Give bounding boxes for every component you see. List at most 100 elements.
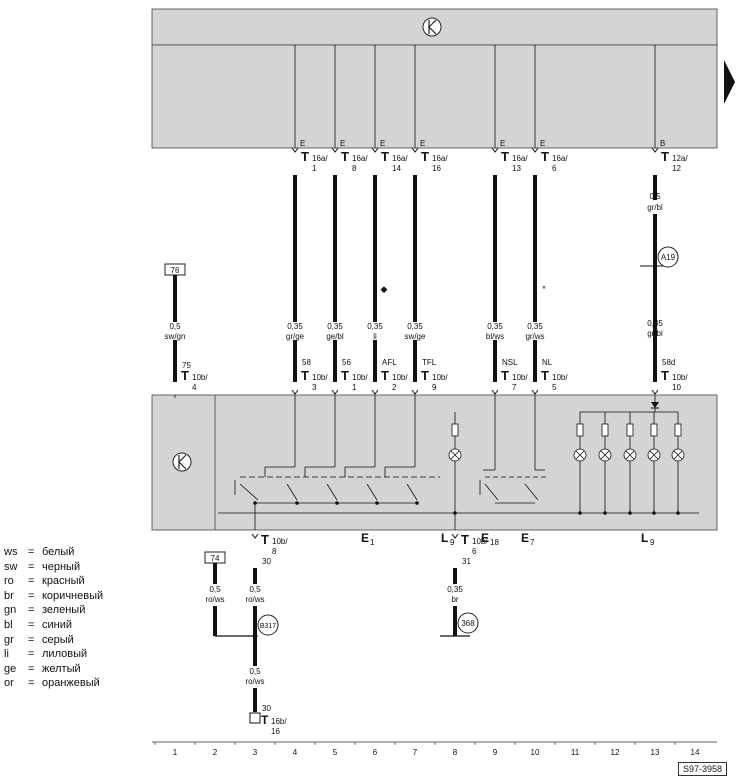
bottom-pin-conn-13-letter: T	[661, 368, 669, 383]
bottom-arrow-col3	[251, 533, 259, 539]
top-pin-conn-7-code: 16a/	[432, 154, 448, 163]
top-unit-symbol-glyph	[428, 19, 437, 35]
wire-color-13: gr/bl	[647, 329, 663, 338]
legend-code: sw	[4, 560, 18, 573]
wire-col2-size: 0,5	[209, 585, 221, 594]
bottom-pin-conn-9-letter: T	[501, 368, 509, 383]
component-sub-9: 18	[490, 538, 499, 547]
top-pin-arrow-4	[291, 147, 299, 153]
wire-col1-color: sw/gn	[165, 332, 186, 341]
bottom-pin-col8: 31	[462, 557, 471, 566]
legend-code: br	[4, 589, 14, 602]
node-a19-label: A19	[661, 253, 676, 262]
legend-row: sw = черный	[4, 560, 103, 575]
top-pin-arrow-10	[531, 147, 539, 153]
legend-code: li	[4, 648, 9, 661]
component-sub-13: 9	[650, 538, 655, 547]
bottom-conn-col8-code: 10b/	[472, 537, 488, 546]
document-id: S97-3958	[677, 762, 727, 776]
continue-arrow-icon	[724, 60, 735, 104]
component-label-8: L	[441, 531, 448, 545]
ref-74-label: 74	[211, 554, 220, 563]
lamp-group-3-bulb-x2	[625, 450, 635, 460]
wire-size-10: 0,35	[527, 322, 543, 331]
bottom-pin-conn-9-num: 7	[512, 383, 517, 392]
wire-color-5: ge/bl	[326, 332, 344, 341]
bottom-pin-name-6: AFL	[382, 358, 397, 367]
bottom-conn-col8-num: 6	[472, 547, 477, 556]
bottom-pin-conn-7-num: 9	[432, 383, 437, 392]
node-a19-circle	[657, 246, 679, 268]
column-number-11: 11	[571, 748, 580, 757]
component-label-9: E	[481, 531, 489, 545]
node-368-label: 368	[461, 619, 475, 628]
legend-equals: =	[28, 560, 35, 573]
legend-name: черный	[42, 560, 81, 573]
bottom-pin-conn-7-letter: T	[421, 368, 429, 383]
component-sub-10: 7	[530, 538, 535, 547]
legend-name: желтый	[42, 662, 81, 675]
bottom-pin-conn-10-code: 10b/	[552, 373, 568, 382]
top-pin-conn-4-num: 1	[312, 164, 317, 173]
bottom-pin-arrow-7	[411, 389, 419, 395]
lamp-col8-bulb-x2	[450, 450, 460, 460]
diode-col13	[651, 402, 659, 408]
wire-color-10: gr/ws	[525, 332, 544, 341]
column-number-6: 6	[373, 748, 378, 757]
wire-mark-10: *	[542, 284, 546, 294]
top-pin-arrow-5	[331, 147, 339, 153]
component-sub-8: 9	[450, 538, 455, 547]
legend-code: bl	[4, 618, 13, 631]
column-number-9: 9	[493, 748, 498, 757]
legend-equals: =	[28, 618, 35, 631]
bottom-pin-conn-6-num: 2	[392, 383, 397, 392]
top-pin-conn-10-num: 6	[552, 164, 557, 173]
bottom-pin-conn-10-num: 5	[552, 383, 557, 392]
top-pin-conn-5-code: 16a/	[352, 154, 368, 163]
wire-size-7: 0,35	[407, 322, 423, 331]
bottom-pin-conn-5-num: 1	[352, 383, 357, 392]
legend-equals: =	[28, 589, 35, 602]
switch-contact-col10	[524, 483, 539, 501]
legend-code: gn	[4, 604, 17, 617]
bottom-pin-name-10: NL	[542, 358, 553, 367]
lamp-group-4-bulb-x2	[649, 450, 659, 460]
top-pin-arrow-7	[411, 147, 419, 153]
top-pin-conn-4-code: 16a/	[312, 154, 328, 163]
connector-t16b-box	[249, 712, 261, 724]
column-number-5: 5	[333, 748, 338, 757]
legend-equals: =	[28, 633, 35, 646]
component-label-13: L	[641, 531, 648, 545]
wire-col3-color2: ro/ws	[245, 677, 264, 686]
wire-size-13: 0,35	[647, 319, 663, 328]
top-pin-conn-9-letter: T	[501, 149, 509, 164]
top-unit-symbol	[422, 17, 442, 37]
top-pin-group-6: E	[380, 139, 385, 148]
lamp-group-5-bulb-x2	[673, 450, 683, 460]
bottom-pin-conn-9-code: 10b/	[512, 373, 528, 382]
lamp-group-4-resistor	[650, 423, 658, 437]
wire-col2-color: ro/ws	[205, 595, 224, 604]
legend-name: лиловый	[42, 648, 88, 661]
top-pin-conn-13-letter: T	[661, 149, 669, 164]
legend-code: ro	[4, 575, 14, 588]
wire-color-7: sw/ge	[405, 332, 426, 341]
legend-name: оранжевый	[42, 677, 100, 690]
column-number-1: 1	[173, 748, 178, 757]
bottom-end-pin-col3: 30	[262, 704, 271, 713]
legend-code: ws	[4, 546, 18, 558]
bottom-pin-conn-5-code: 10b/	[352, 373, 368, 382]
component-label-10: E	[521, 531, 529, 545]
top-pin-conn-7-num: 16	[432, 164, 441, 173]
node-b317-circle	[257, 614, 279, 636]
wire-color-4: gr/ge	[286, 332, 305, 341]
top-pin-group-9: E	[500, 139, 505, 148]
lamp-group-3-resistor	[626, 423, 634, 437]
wire-col8-color: br	[451, 595, 458, 604]
wire-col3-size1: 0,5	[249, 585, 261, 594]
legend-equals: =	[28, 604, 35, 617]
top-pin-conn-9-num: 13	[512, 164, 521, 173]
middle-unit-body	[151, 394, 718, 531]
legend-equals: =	[28, 677, 35, 690]
